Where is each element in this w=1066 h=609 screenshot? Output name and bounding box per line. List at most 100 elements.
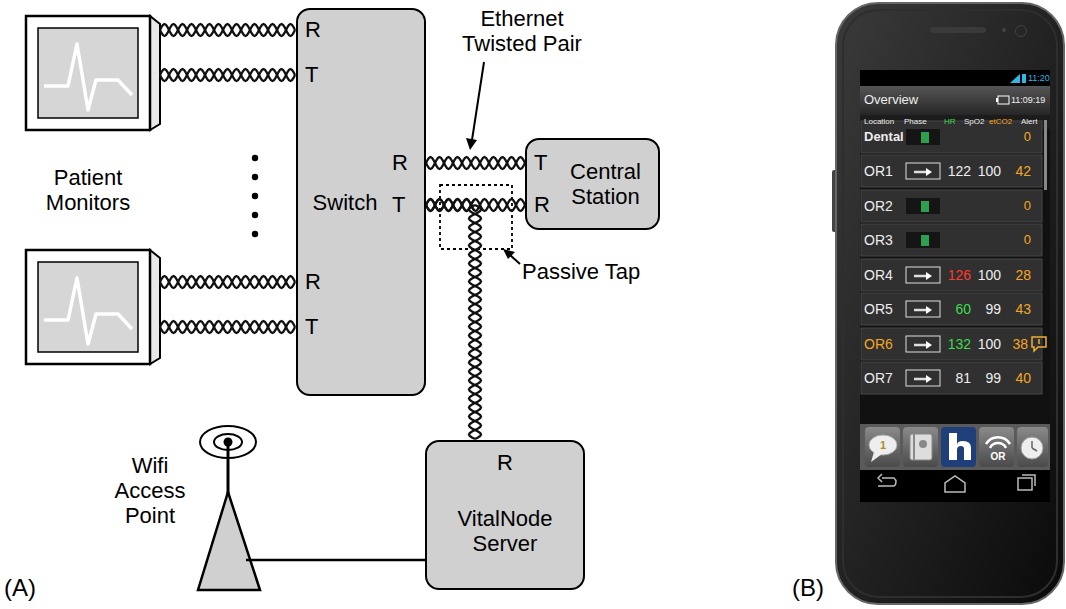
port-label: R bbox=[305, 17, 321, 42]
icon-tile bbox=[919, 440, 927, 448]
port-label: R bbox=[392, 150, 408, 175]
wifi-access-point bbox=[198, 492, 260, 590]
screen-text: OR3 bbox=[864, 232, 893, 248]
screen-text: 38 bbox=[1012, 336, 1028, 352]
screen-text: SpO2 bbox=[964, 117, 984, 126]
table-row bbox=[861, 293, 1042, 325]
wifi-access-point bbox=[246, 559, 426, 562]
screen-text: 81 bbox=[955, 370, 971, 386]
patient-monitor bbox=[26, 16, 160, 130]
table-row bbox=[861, 328, 1042, 360]
twisted-wire bbox=[426, 199, 474, 211]
phase-arrow bbox=[914, 309, 927, 312]
screen-text: 99 bbox=[985, 370, 1001, 386]
screen-text: OR5 bbox=[864, 301, 893, 317]
icon-tile bbox=[1031, 441, 1033, 448]
screen-text: 100 bbox=[978, 336, 1001, 352]
patient-monitor bbox=[26, 16, 150, 130]
patient-monitor bbox=[150, 250, 160, 364]
ellipsis-dots bbox=[252, 212, 258, 218]
nav-bar bbox=[878, 474, 1035, 492]
ethernet-cable bbox=[426, 157, 525, 169]
phase-arrow bbox=[914, 378, 927, 381]
patient-monitor bbox=[38, 28, 138, 118]
nav-bar bbox=[878, 474, 896, 486]
figure-label: (B) bbox=[792, 574, 824, 602]
screen-text: HR bbox=[944, 117, 956, 126]
phase-arrow bbox=[926, 168, 932, 383]
twisted-wire bbox=[160, 321, 295, 333]
screen-text: 40 bbox=[1015, 370, 1031, 386]
patient-monitor bbox=[26, 250, 150, 364]
twisted-wire bbox=[469, 205, 481, 439]
phase-arrow bbox=[906, 336, 940, 352]
screen-text: 11:09:19 bbox=[1011, 95, 1045, 105]
phone bbox=[832, 3, 1064, 604]
phase-arrow bbox=[926, 375, 932, 383]
phone bbox=[1010, 74, 1020, 83]
patient-monitor bbox=[150, 16, 160, 130]
phase-arrow bbox=[914, 171, 927, 174]
phase-idle bbox=[906, 198, 940, 214]
screen-text: OR6 bbox=[864, 336, 893, 352]
monitor-cable bbox=[160, 24, 295, 333]
node-label: Central Station bbox=[561, 159, 650, 209]
ellipsis-dots bbox=[252, 155, 258, 161]
icon-tile bbox=[913, 434, 915, 460]
icon-tile bbox=[910, 434, 932, 460]
ellipsis-dots bbox=[252, 174, 258, 180]
twisted-wire bbox=[160, 24, 295, 36]
screen-text: 0 bbox=[1024, 233, 1031, 248]
icon-tile bbox=[1021, 437, 1043, 459]
phase-arrow bbox=[906, 163, 940, 386]
wifi-access-point bbox=[227, 446, 230, 495]
figure-label: (A) bbox=[4, 574, 36, 602]
screen-text: Dental bbox=[864, 130, 904, 145]
patient-monitor bbox=[38, 262, 138, 352]
twisted-wire bbox=[160, 24, 295, 36]
icon-tile bbox=[941, 427, 976, 467]
twisted-wire bbox=[160, 69, 295, 81]
icon-tile bbox=[979, 427, 1014, 467]
wifi-access-point bbox=[198, 426, 426, 590]
twisted-wire bbox=[160, 276, 295, 288]
wifi-access-point bbox=[224, 438, 233, 447]
patient-monitor bbox=[44, 278, 132, 344]
port-label: T bbox=[305, 62, 318, 87]
phone bbox=[860, 424, 1050, 470]
twisted-wire bbox=[160, 69, 295, 81]
table-row bbox=[861, 362, 1042, 394]
alert-icon bbox=[1032, 337, 1046, 351]
phone bbox=[860, 70, 1050, 86]
phone bbox=[930, 27, 986, 33]
phone bbox=[1022, 74, 1026, 83]
table-row bbox=[861, 190, 1042, 222]
screen-text: 28 bbox=[1015, 267, 1031, 283]
phase-arrow bbox=[926, 341, 932, 349]
phone bbox=[860, 70, 1050, 502]
phone bbox=[1002, 28, 1006, 32]
phase-idle bbox=[906, 129, 940, 145]
figure-label: Passive Tap bbox=[522, 259, 640, 284]
figure-label: Patient Monitors bbox=[38, 165, 138, 215]
nav-bar bbox=[1018, 478, 1032, 490]
figure-label: Ethernet Twisted Pair bbox=[455, 6, 590, 56]
screen-text: OR2 bbox=[864, 198, 893, 214]
icon-tile bbox=[1032, 448, 1037, 451]
icon-tile bbox=[871, 452, 882, 462]
icon-tile bbox=[903, 427, 938, 467]
phase-idle bbox=[906, 232, 940, 248]
screen-text: 42 bbox=[1015, 163, 1031, 179]
phase-arrow bbox=[926, 168, 932, 176]
screen-text: 99 bbox=[985, 301, 1001, 317]
alert-icon bbox=[1038, 339, 1040, 344]
screen-text: 11:20 bbox=[1028, 73, 1050, 83]
icon-tile bbox=[986, 437, 1010, 448]
phone bbox=[998, 96, 1009, 104]
twisted-wire bbox=[160, 321, 295, 333]
icon-tile bbox=[1032, 441, 1037, 451]
screen-text: Phase bbox=[904, 117, 927, 126]
twisted-wire bbox=[426, 199, 474, 211]
nav-bar bbox=[945, 476, 965, 492]
